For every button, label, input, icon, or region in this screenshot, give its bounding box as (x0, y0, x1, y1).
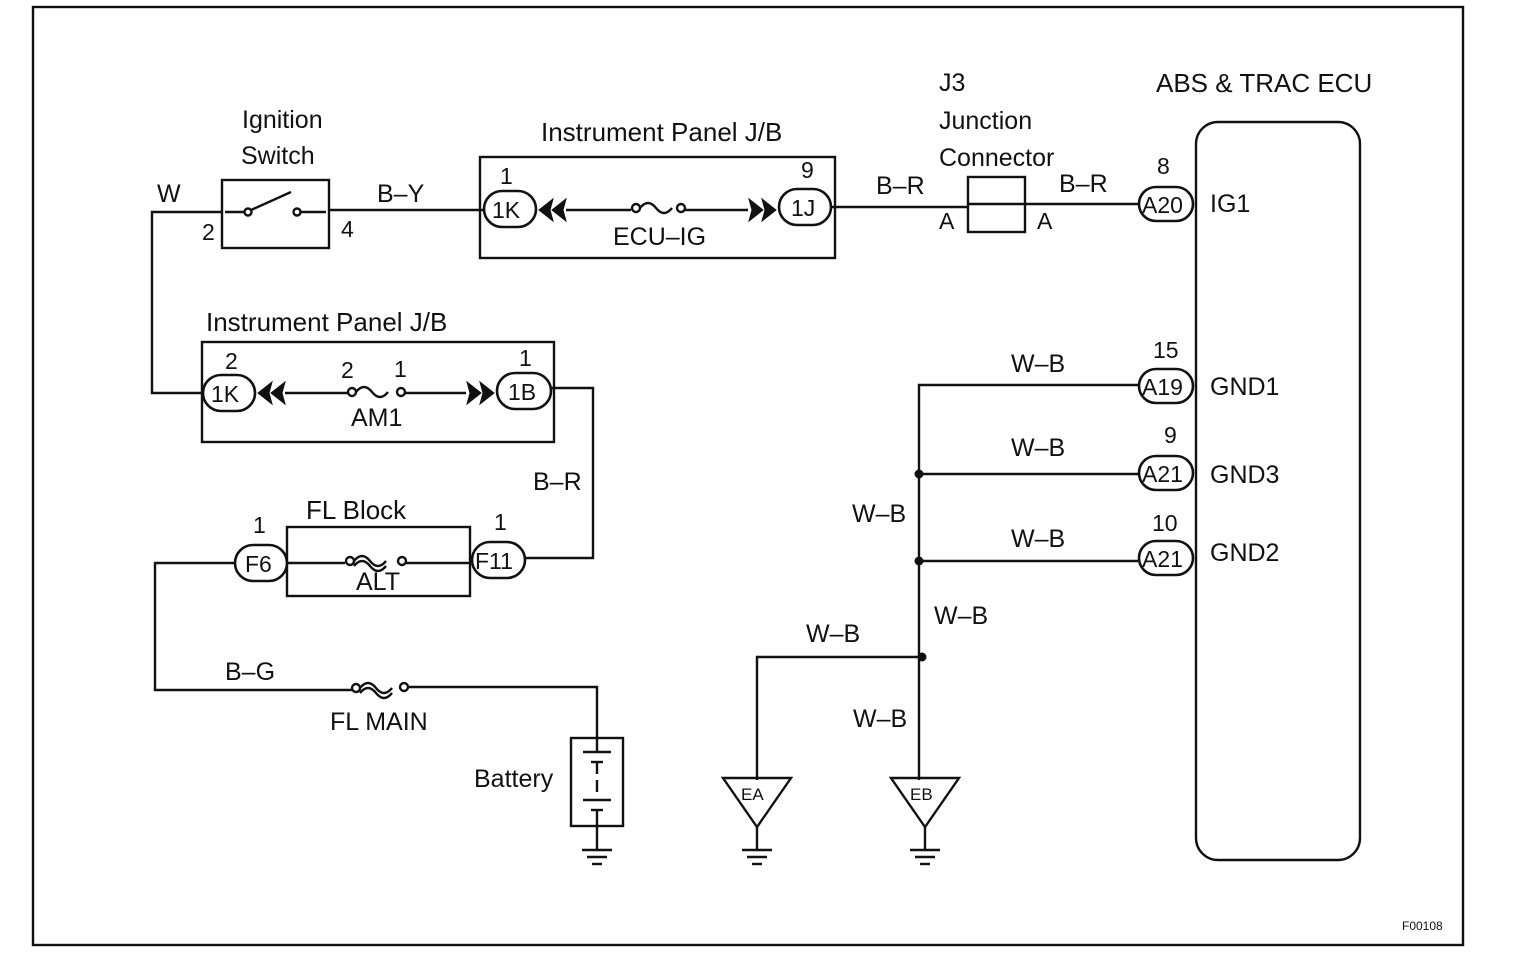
fl-block-right-conn: F11 (475, 548, 513, 574)
wire-wb-gnd2-label: W–B (1011, 525, 1065, 553)
fuse-am1-pin-left: 2 (341, 357, 354, 383)
ecu-conn-a20: A20 (1142, 192, 1183, 218)
ip-jb-lower-right-pin: 1 (519, 345, 532, 371)
wire-wb-trunk-mid-label: W–B (934, 602, 988, 630)
wire-b-g-label: B–G (225, 658, 275, 686)
wire-wb-trunk-upper-label: W–B (852, 500, 906, 528)
ignition-pin-4: 4 (341, 216, 354, 242)
wire-wb-gnd1-label: W–B (1011, 350, 1065, 378)
ignition-switch-label-1: Ignition (242, 106, 323, 134)
ecu-label: ABS & TRAC ECU (1156, 68, 1372, 98)
ip-jb-upper-left-pin: 1 (500, 163, 513, 189)
fuse-ecu-ig-label: ECU–IG (613, 223, 706, 251)
ground-ea: EA (720, 776, 794, 866)
splice-point-1 (914, 469, 924, 479)
ignition-pin-2: 2 (202, 219, 215, 245)
ecu-term-gnd3: GND3 (1210, 461, 1279, 489)
wire-wb-gnd3-label: W–B (1011, 434, 1065, 462)
j3-label-3: Connector (939, 144, 1054, 172)
ecu-term-ig1: IG1 (1210, 190, 1250, 218)
ecu-conn-a21-b: A21 (1142, 546, 1183, 572)
ip-jb-upper-label: Instrument Panel J/B (541, 117, 782, 147)
wire-to-battery (408, 685, 599, 738)
ip-jb-lower-label: Instrument Panel J/B (206, 307, 447, 337)
splice-point-3 (917, 652, 927, 662)
j3-junction-connector: J3 Junction Connector A A (939, 69, 1054, 234)
fl-block: FL Block F6 1 F11 1 ALT (233, 495, 527, 598)
j3-label-2: Junction (939, 107, 1032, 135)
ground-ea-label: EA (741, 785, 764, 804)
ground-eb: EB (888, 776, 962, 866)
ignition-switch: Ignition Switch 2 4 (202, 106, 354, 250)
fl-main-label: FL MAIN (330, 708, 428, 736)
ecu-pin-10: 10 (1152, 510, 1178, 536)
ignition-switch-label-2: Switch (241, 142, 315, 170)
ecu-conn-a19: A19 (1142, 374, 1183, 400)
wire-wb-eb-label: W–B (853, 705, 907, 733)
ip-jb-lower-left-pin: 2 (225, 348, 238, 374)
figure-id: F00108 (1402, 919, 1443, 933)
fuse-am1-pin-right: 1 (394, 356, 407, 382)
wire-b-g (153, 561, 352, 692)
ecu-term-gnd1: GND1 (1210, 373, 1279, 401)
abs-trac-ecu: ABS & TRAC ECU A20 8 IG1 A19 15 GND1 A21… (1137, 68, 1372, 862)
wire-b-r-1-label: B–R (876, 172, 925, 200)
wire-b-y-label: B–Y (377, 180, 425, 208)
j3-pin-left: A (939, 208, 955, 234)
wire-wb-ea-label: W–B (806, 620, 860, 648)
wire-b-r-3-label: B–R (533, 468, 582, 496)
ecu-conn-a21-a: A21 (1142, 461, 1183, 487)
fuse-alt-label: ALT (356, 568, 400, 596)
fl-block-left-conn: F6 (245, 551, 272, 577)
ip-jb-lower-right-conn: 1B (508, 379, 536, 405)
ip-jb-upper-right-pin: 9 (801, 157, 814, 183)
j3-pin-right: A (1037, 208, 1053, 234)
ip-jb-upper: Instrument Panel J/B 1K 1 1J 9 ECU–IG (478, 117, 837, 260)
wire-b-r-2-label: B–R (1059, 170, 1108, 198)
ecu-term-gnd2: GND2 (1210, 539, 1279, 567)
ground-eb-label: EB (910, 785, 933, 804)
ip-jb-upper-left-conn: 1K (492, 197, 521, 223)
fl-block-right-pin: 1 (494, 509, 507, 535)
battery-label: Battery (474, 765, 554, 793)
fl-block-label: FL Block (306, 495, 407, 525)
ip-jb-lower: Instrument Panel J/B 1K 2 1B 1 2 1 AM1 (200, 307, 556, 444)
ip-jb-lower-left-conn: 1K (211, 381, 240, 407)
diagram-frame (31, 5, 1465, 947)
fuse-am1-label: AM1 (351, 404, 402, 432)
fl-block-left-pin: 1 (253, 512, 266, 538)
ecu-pin-8: 8 (1157, 153, 1170, 179)
ecu-pin-15: 15 (1153, 337, 1179, 363)
wire-w (150, 210, 222, 395)
ground-wiring: W–B W–B W–B W–B W–B W–B W–B (755, 350, 1139, 780)
fuse-fl-main: FL MAIN (330, 681, 428, 736)
j3-label-1: J3 (939, 69, 965, 97)
battery: Battery (474, 736, 625, 866)
ecu-pin-9: 9 (1164, 422, 1177, 448)
splice-point-2 (914, 556, 924, 566)
wire-w-label: W (157, 180, 181, 208)
ip-jb-upper-right-conn: 1J (791, 195, 815, 221)
wire-b-r-3 (525, 386, 595, 560)
